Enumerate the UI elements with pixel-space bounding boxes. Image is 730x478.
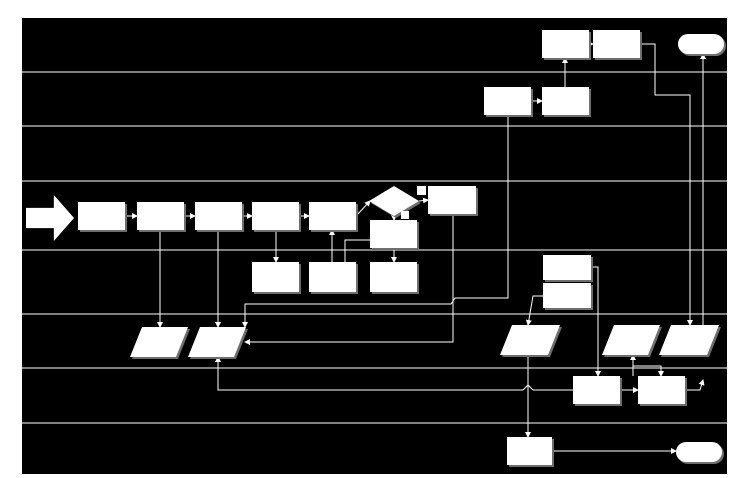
step-3-node[interactable]	[195, 202, 244, 232]
process-box	[370, 262, 417, 292]
process-box	[252, 202, 299, 230]
data-parallelogram	[130, 327, 188, 357]
flow-connector	[640, 43, 693, 326]
small-marker	[401, 211, 409, 219]
terminator-pill	[676, 442, 722, 462]
flow-connector	[355, 200, 371, 217]
process-box	[309, 202, 356, 230]
mid-1-node[interactable]	[543, 255, 593, 282]
data-1-node[interactable]	[130, 327, 190, 359]
decision-node[interactable]	[369, 186, 421, 218]
decision-diamond	[369, 186, 419, 216]
flow-connector	[525, 295, 543, 326]
process-box	[78, 202, 125, 230]
flow-connector	[591, 266, 601, 377]
process-box	[542, 87, 589, 115]
process-box	[309, 262, 356, 292]
step-6-node[interactable]	[428, 186, 478, 216]
process-box	[542, 30, 589, 58]
top-4-node[interactable]	[542, 87, 591, 117]
process-box	[195, 202, 242, 230]
data-2-node[interactable]	[188, 327, 248, 359]
sub-3-node[interactable]	[370, 262, 419, 294]
process-box	[593, 30, 640, 58]
top-1-node[interactable]	[542, 30, 591, 60]
terminator-pill	[678, 34, 724, 54]
flow-connector	[418, 197, 429, 204]
process-box	[428, 186, 476, 214]
bottom-1-node[interactable]	[507, 437, 554, 467]
data-parallelogram	[602, 325, 660, 355]
small-marker	[417, 186, 426, 195]
step-5-node[interactable]	[309, 202, 358, 232]
process-box	[543, 255, 591, 280]
marker-2-node[interactable]	[401, 211, 409, 219]
flow-connector	[685, 379, 705, 391]
data-4-node[interactable]	[602, 325, 662, 357]
process-box	[638, 376, 685, 404]
process-box	[252, 262, 299, 292]
flow-connector	[244, 214, 454, 345]
step-4-node[interactable]	[252, 202, 301, 232]
data-5-node[interactable]	[659, 325, 721, 357]
start-arrow-node[interactable]	[26, 195, 74, 241]
step-7-node[interactable]	[370, 220, 419, 250]
flow-connector	[242, 115, 509, 328]
start-block-arrow	[26, 195, 74, 241]
process-box	[543, 283, 591, 308]
data-parallelogram	[500, 325, 560, 355]
process-box	[573, 376, 620, 404]
data-parallelogram	[659, 325, 719, 355]
low-1-node[interactable]	[573, 376, 622, 406]
marker-1-node[interactable]	[417, 186, 426, 195]
flow-connector	[632, 365, 664, 377]
end-bottom-node[interactable]	[676, 442, 724, 464]
process-box	[484, 87, 531, 115]
flow-connector	[344, 239, 397, 263]
sub-1-node[interactable]	[252, 262, 301, 294]
top-3-node[interactable]	[484, 87, 533, 117]
process-box	[507, 437, 552, 465]
process-box	[137, 202, 184, 230]
sub-2-node[interactable]	[309, 262, 358, 294]
mid-2-node[interactable]	[543, 283, 593, 310]
data-3-node[interactable]	[500, 325, 562, 357]
top-2-node[interactable]	[593, 30, 642, 60]
flow-connector	[215, 356, 573, 391]
step-2-node[interactable]	[137, 202, 186, 232]
data-parallelogram	[188, 327, 246, 357]
low-2-node[interactable]	[638, 376, 687, 406]
process-box	[370, 220, 417, 248]
end-top-node[interactable]	[678, 34, 726, 56]
step-1-node[interactable]	[78, 202, 127, 232]
